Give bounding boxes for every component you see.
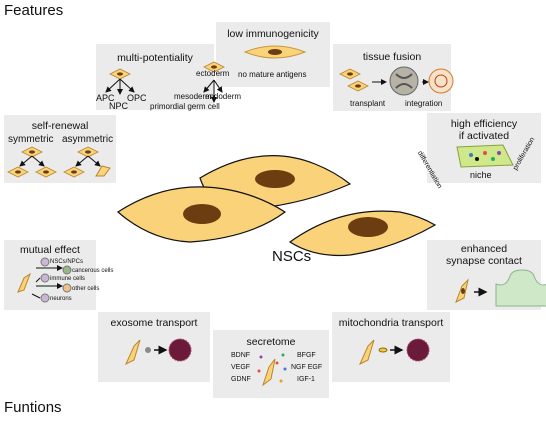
multi-potentiality-title: multi-potentiality	[117, 52, 193, 64]
tissue-fusion-title: tissue fusion	[362, 51, 422, 63]
self-renewal-title: self-renewal	[31, 120, 89, 132]
asymmetric-label: asymmetric	[62, 134, 114, 145]
integration-label: integration	[405, 99, 443, 108]
niche-label: niche	[470, 170, 492, 180]
secretome-title: secretome	[246, 336, 296, 348]
igf1-label: IGF-1	[297, 376, 315, 383]
mesoderm-label: mesoderm	[174, 92, 212, 101]
no-mature-antigens-caption: no mature antigens	[238, 70, 307, 79]
secretome-cell-diagram	[257, 353, 287, 387]
self-renewal-diagram	[7, 146, 111, 178]
cell-icon	[243, 45, 307, 59]
endoderm-label: endoderm	[205, 92, 242, 101]
enhanced-synapse-title-2: synapse contact	[446, 255, 522, 267]
npc-label: NPC	[109, 101, 129, 111]
mitochondria-transport-panel	[332, 312, 450, 382]
bfgf-label: BFGF	[297, 352, 316, 359]
immune-cells-label: immune cells	[50, 276, 86, 282]
synapse-diagram	[455, 269, 546, 307]
exosome-transport-panel	[98, 312, 210, 382]
gdnf-label: GDNF	[231, 376, 251, 383]
nsc-cells-illustration	[117, 155, 437, 257]
mutual-effect-panel	[4, 240, 96, 310]
primordial-germ-cell-label: primordial germ cell	[150, 102, 220, 111]
opc-label: OPC	[127, 93, 147, 103]
high-efficiency-title-1: high efficiency	[450, 118, 518, 130]
neurons-label: neurons	[50, 296, 72, 302]
low-immunogenicity-title: low immunogenicity	[227, 28, 319, 40]
mitochondria-diagram	[358, 338, 430, 366]
exosome-transport-title: exosome transport	[110, 317, 198, 329]
exosome-diagram	[124, 338, 192, 366]
bdnf-label: BDNF	[231, 352, 251, 359]
cancerous-cells-label: cancerous cells	[72, 268, 114, 274]
transplant-label: transplant	[350, 99, 386, 108]
mutual-effect-title: mutual effect	[20, 244, 80, 256]
mitochondria-transport-title: mitochondria transport	[338, 317, 444, 329]
niche-diagram	[456, 144, 514, 168]
apc-label: APC	[96, 93, 115, 103]
other-cells-label: other cells	[72, 286, 100, 292]
symmetric-label: symmetric	[8, 134, 54, 145]
tissue-fusion-diagram	[339, 66, 454, 96]
center-label: NSCs	[272, 248, 312, 265]
enhanced-synapse-title-1: enhanced	[460, 243, 508, 255]
high-efficiency-title-2: if activated	[458, 130, 510, 142]
ngf-egf-label: NGF EGF	[291, 364, 323, 371]
mutual-effect-diagram	[17, 257, 72, 303]
vegf-label: VEGF	[231, 364, 251, 371]
multi-potentiality-diagram	[105, 61, 225, 103]
ectoderm-label: ectoderm	[196, 69, 230, 78]
functions-heading: Funtions	[4, 399, 62, 416]
nscs-npcs-label: NSCs/NPCs	[50, 259, 84, 265]
features-heading: Features	[4, 2, 64, 19]
